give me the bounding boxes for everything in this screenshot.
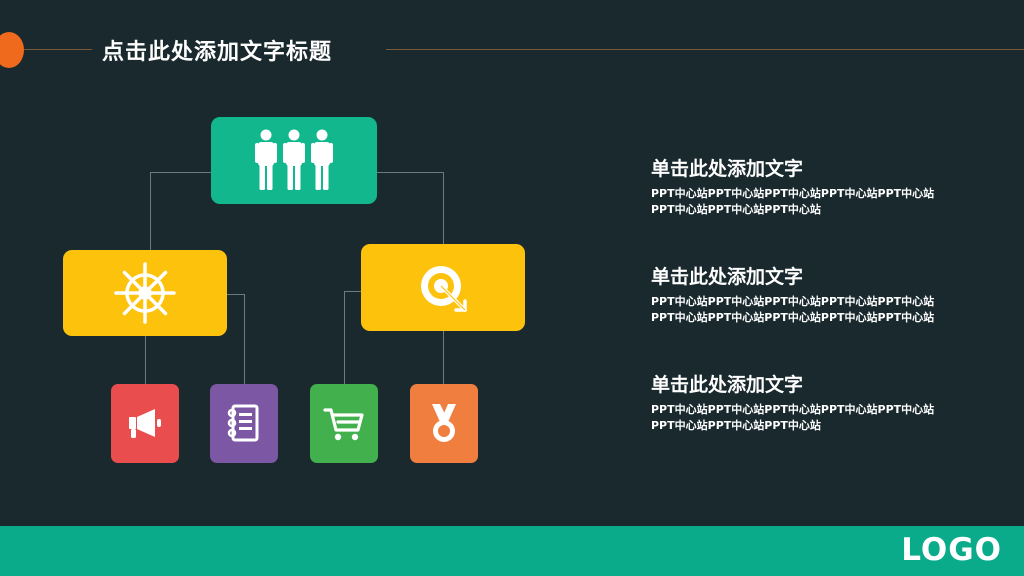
connector bbox=[443, 331, 444, 384]
connector bbox=[244, 294, 245, 384]
connector bbox=[344, 291, 361, 292]
block1-heading[interactable]: 单击此处添加文字 bbox=[651, 158, 804, 180]
team-box[interactable] bbox=[211, 117, 377, 204]
ship-wheel-icon bbox=[114, 262, 176, 324]
logo: LOGO bbox=[901, 532, 1002, 568]
connector bbox=[145, 336, 146, 384]
medal-tile[interactable] bbox=[410, 384, 478, 463]
medal-icon bbox=[432, 403, 456, 442]
connector bbox=[376, 172, 444, 173]
megaphone-tile[interactable] bbox=[111, 384, 179, 463]
cart-tile[interactable] bbox=[310, 384, 378, 463]
connector bbox=[227, 294, 245, 295]
block2-heading[interactable]: 单击此处添加文字 bbox=[651, 266, 804, 288]
title-line-left bbox=[24, 49, 92, 50]
shopping-cart-icon bbox=[323, 407, 364, 440]
block3-body[interactable]: PPT中心站PPT中心站PPT中心站PPT中心站PPT中心站PPT中心站PPT中… bbox=[651, 403, 935, 432]
page-title[interactable]: 点击此处添加文字标题 bbox=[102, 40, 333, 65]
wheel-box[interactable] bbox=[63, 250, 227, 336]
notebook-icon bbox=[227, 404, 259, 441]
block1-body[interactable]: PPT中心站PPT中心站PPT中心站PPT中心站PPT中心站PPT中心站PPT中… bbox=[651, 187, 935, 216]
target-icon bbox=[421, 265, 467, 312]
notebook-tile[interactable] bbox=[210, 384, 278, 463]
connector bbox=[443, 172, 444, 244]
block3-heading[interactable]: 单击此处添加文字 bbox=[651, 374, 804, 396]
title-line-right bbox=[386, 49, 1024, 50]
footer-bar bbox=[0, 526, 1024, 576]
target-box[interactable] bbox=[361, 244, 525, 331]
connector bbox=[150, 172, 151, 250]
title-accent-dot bbox=[0, 32, 24, 68]
connector bbox=[150, 172, 212, 173]
block2-body[interactable]: PPT中心站PPT中心站PPT中心站PPT中心站PPT中心站PPT中心站PPT中… bbox=[651, 295, 935, 324]
connector bbox=[344, 291, 345, 384]
people-icon bbox=[255, 129, 333, 190]
megaphone-icon bbox=[129, 408, 161, 438]
